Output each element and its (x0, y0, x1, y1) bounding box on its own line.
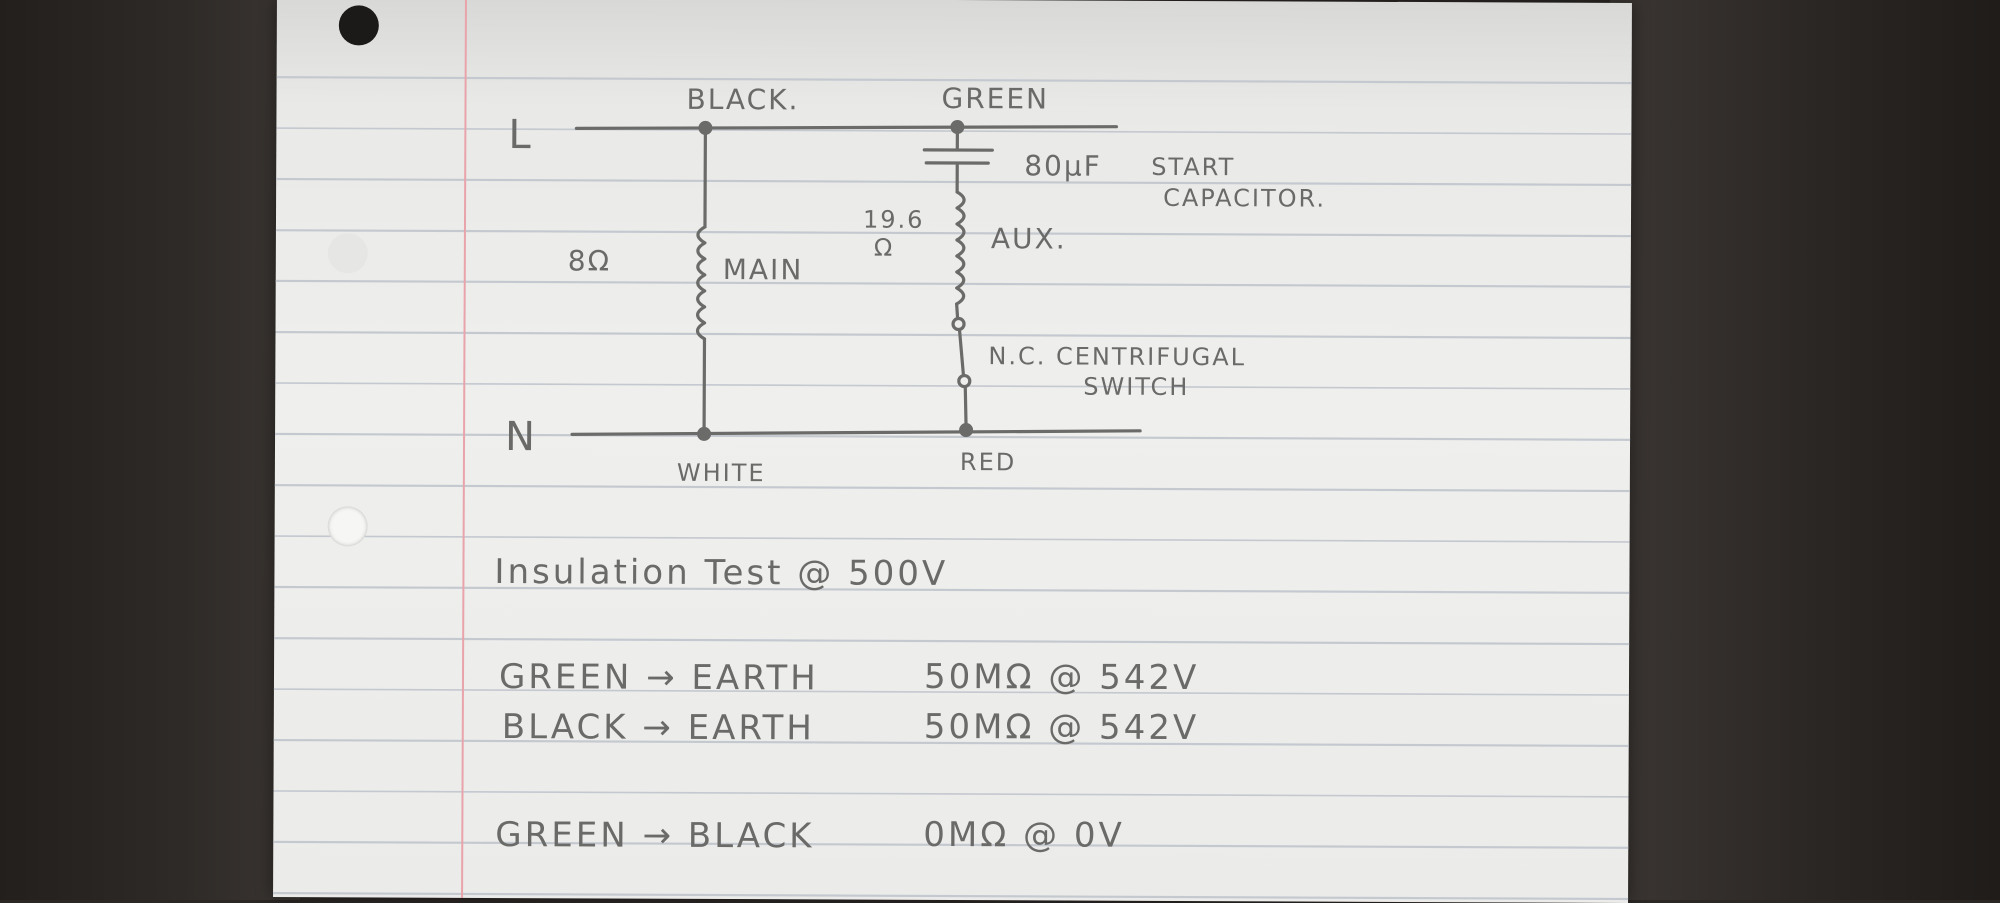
test-3-pair: GREEN → BLACK (495, 815, 814, 856)
wire-label-red: RED (960, 448, 1016, 476)
wire-label-white: WHITE (677, 459, 766, 487)
test-1-reading: 50MΩ @ 542V (924, 657, 1200, 698)
aux-resistance-value: 19.6 (863, 206, 925, 234)
switch-contact-bottom (959, 376, 970, 387)
aux-resistance-unit: Ω (874, 234, 894, 262)
aux-winding-label: AUX. (991, 222, 1067, 255)
aux-to-switch-wire (957, 304, 958, 318)
desk-surface-right (1610, 0, 2000, 900)
line-label: L (508, 112, 532, 158)
capacitor-label-line2: CAPACITOR. (1163, 184, 1326, 213)
test-3-reading: 0MΩ @ 0V (923, 815, 1125, 856)
insulation-test-heading: Insulation Test @ 500V (494, 552, 948, 594)
switch-blade (959, 330, 963, 374)
circuit-diagram: L N BLACK. GREEN WHITE RED 8Ω MAIN 19.6 … (273, 0, 1632, 903)
switch-contact-top (953, 319, 964, 330)
switch-label-line2: SWITCH (1083, 373, 1189, 401)
capacitor-value: 80µF (1024, 149, 1102, 182)
neutral-rail (572, 428, 1140, 436)
main-winding-coil (697, 227, 704, 339)
wire-label-green: GREEN (941, 82, 1049, 115)
line-rail (576, 124, 1116, 130)
notebook-page: L N BLACK. GREEN WHITE RED 8Ω MAIN 19.6 … (273, 0, 1632, 903)
capacitor-label-line1: START (1151, 153, 1235, 181)
switch-to-neutral-wire (965, 387, 966, 428)
aux-winding-coil (957, 192, 964, 304)
wire-label-black: BLACK. (686, 83, 799, 116)
white-node (697, 427, 711, 441)
test-1-pair: GREEN → EARTH (499, 657, 819, 698)
green-node (950, 120, 964, 134)
red-node (959, 423, 973, 437)
neutral-label: N (505, 414, 537, 460)
main-winding-label: MAIN (723, 253, 804, 286)
desk-surface-left (0, 0, 300, 900)
test-2-pair: BLACK → EARTH (502, 707, 815, 748)
test-2-reading: 50MΩ @ 542V (924, 707, 1200, 748)
switch-label-line1: N.C. CENTRIFUGAL (988, 342, 1246, 371)
black-node (698, 121, 712, 135)
main-resistance-label: 8Ω (568, 244, 611, 277)
